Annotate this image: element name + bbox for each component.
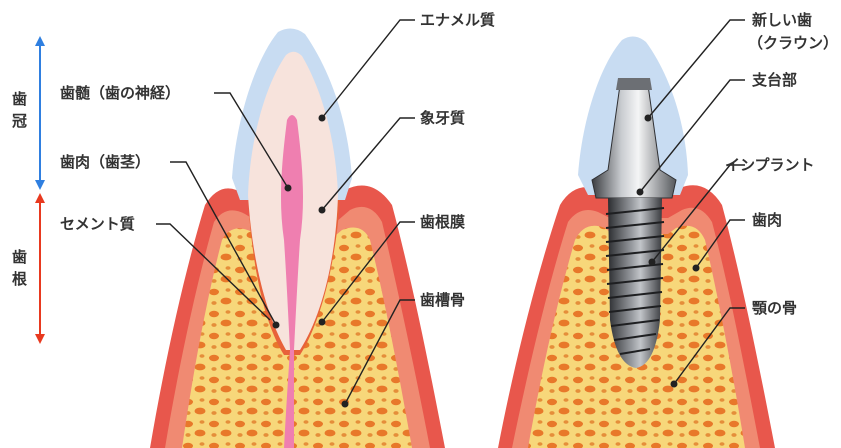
implant-illustration [498, 36, 775, 448]
cementum-label: セメント質 [60, 215, 135, 233]
root-label-char-2: 根 [12, 270, 27, 288]
jawbone-label: 顎の骨 [752, 299, 797, 317]
gum-label: 歯肉（歯茎） [60, 153, 150, 171]
crown-label-char-1: 歯 [12, 90, 27, 108]
crown-label-line2: （クラウン） [748, 34, 838, 52]
implant-label: インプラント [725, 156, 815, 174]
implant-gum-label: 歯肉 [752, 211, 782, 229]
dentin-label: 象牙質 [420, 109, 465, 127]
natural-tooth-illustration [150, 28, 445, 448]
root-label-char-1: 歯 [12, 248, 27, 266]
alveolar-bone-label: 歯槽骨 [420, 291, 465, 309]
ligament-label: 歯根膜 [420, 213, 465, 231]
crown-indicator: 歯 冠 [12, 36, 45, 190]
abutment-label: 支台部 [751, 71, 797, 89]
crown-label-char-2: 冠 [12, 112, 27, 130]
enamel-label: エナメル質 [420, 11, 495, 29]
crown-label-line1: 新しい歯 [752, 11, 812, 29]
pulp-label: 歯髄（歯の神経） [60, 84, 180, 102]
root-indicator: 歯 根 [12, 193, 45, 344]
